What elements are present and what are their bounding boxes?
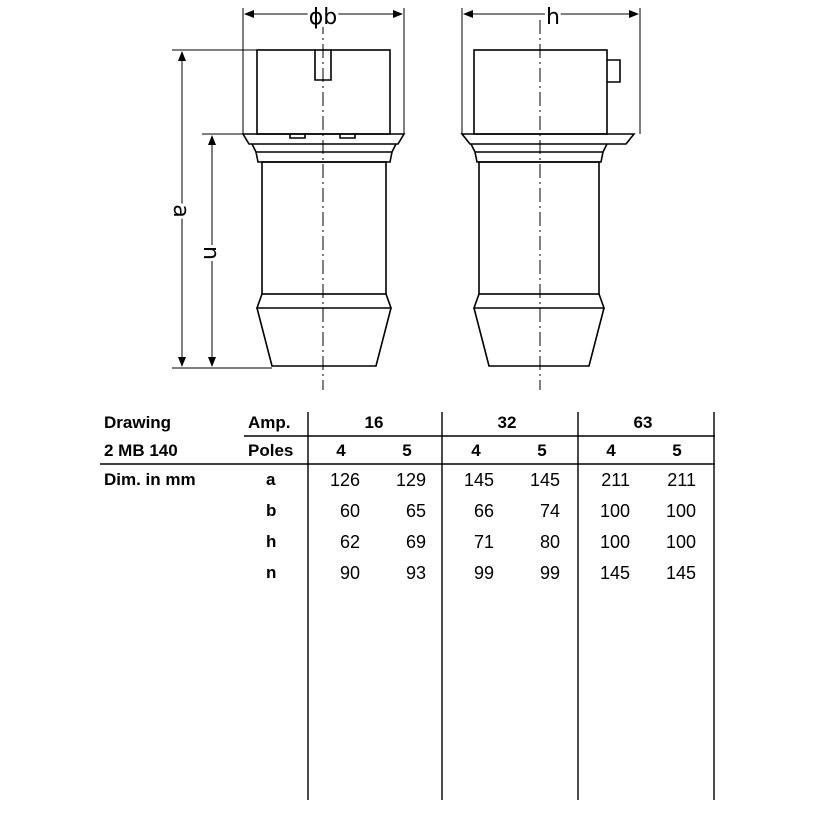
cell-h-16-4: 62 (339, 532, 360, 552)
cell-a-16-4: 126 (329, 470, 360, 490)
cell-b-63-4: 100 (599, 501, 630, 521)
cell-h-63-4: 100 (599, 532, 630, 552)
cell-h-32-4: 71 (473, 532, 494, 552)
cell-h-32-5: 80 (539, 532, 560, 552)
cell-b-32-4: 66 (473, 501, 494, 521)
cell-n-32-4: 99 (473, 563, 494, 583)
drawing-title: Drawing (104, 413, 172, 432)
cell-a-63-5: 211 (667, 470, 696, 490)
cell-a-32-5: 145 (529, 470, 560, 490)
row-label-a: a (266, 470, 276, 489)
row-label-n: n (266, 563, 277, 582)
amp-63: 63 (633, 413, 653, 432)
poles-32-5: 5 (537, 441, 547, 460)
cell-b-16-4: 60 (339, 501, 360, 521)
drawing-number: 2 MB 140 (104, 441, 178, 460)
dim-label-b: ϕb (309, 5, 337, 30)
cell-n-16-4: 90 (339, 563, 360, 583)
poles-16-5: 5 (402, 441, 412, 460)
side-view (460, 49, 636, 367)
cell-a-16-5: 129 (395, 470, 426, 490)
cell-b-63-5: 100 (665, 501, 696, 521)
amp-16: 16 (364, 413, 384, 432)
dim-label-n: n (198, 246, 223, 260)
technical-drawing: ϕb h a n (165, 2, 641, 390)
amp-label: Amp. (248, 413, 291, 432)
row-label-b: b (266, 501, 277, 520)
row-label-h: h (266, 532, 277, 551)
cell-n-32-5: 99 (539, 563, 560, 583)
cell-a-63-4: 211 (601, 470, 630, 490)
dim-label-a: a (168, 204, 193, 217)
cell-n-63-5: 145 (665, 563, 696, 583)
poles-label: Poles (248, 441, 294, 460)
cell-a-32-4: 145 (463, 470, 494, 490)
poles-63-4: 4 (606, 441, 616, 460)
cell-h-63-5: 100 (665, 532, 696, 552)
dim-in-mm-label: Dim. in mm (104, 470, 196, 489)
poles-32-4: 4 (471, 441, 481, 460)
poles-63-5: 5 (672, 441, 682, 460)
cell-b-16-5: 65 (405, 501, 426, 521)
dim-label-h: h (546, 5, 560, 30)
poles-16-4: 4 (336, 441, 346, 460)
cell-h-16-5: 69 (405, 532, 426, 552)
cell-n-16-5: 93 (405, 563, 426, 583)
cell-n-63-4: 145 (599, 563, 630, 583)
cell-b-32-5: 74 (539, 501, 560, 521)
amp-32: 32 (497, 413, 517, 432)
